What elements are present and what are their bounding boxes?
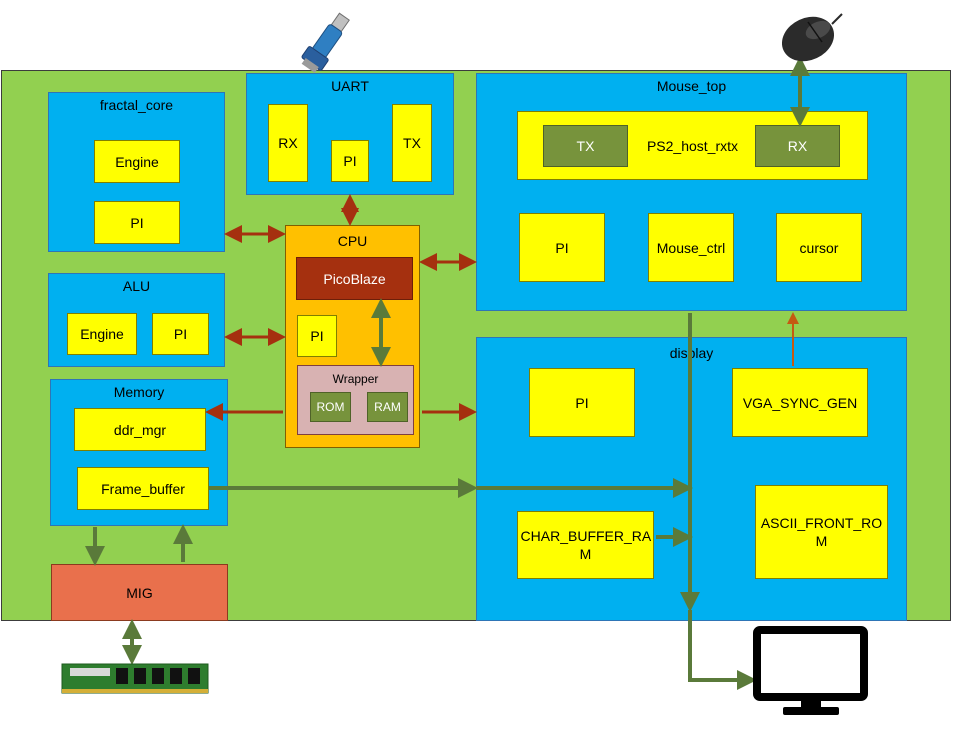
ram: RAM — [367, 392, 408, 422]
usb-serial-adapter-icon — [301, 12, 350, 73]
cursor: cursor — [776, 213, 862, 282]
rom: ROM — [310, 392, 351, 422]
memory-title: Memory — [113, 384, 165, 400]
alu-title: ALU — [122, 278, 151, 294]
char-buffer-ram: CHAR_BUFFER_RA M — [517, 511, 654, 579]
fractal-core-engine: Engine — [94, 140, 180, 183]
uart-rx: RX — [268, 104, 308, 182]
alu-pi: PI — [152, 313, 209, 355]
cpu-bus-arrows — [205, 194, 477, 421]
display-pi: PI — [529, 368, 635, 437]
mouse-icon — [781, 13, 843, 62]
uart-tx: TX — [392, 104, 432, 182]
alu-engine: Engine — [67, 313, 137, 355]
fractal-core-pi: PI — [94, 201, 180, 244]
ps2-host-rxtx-label: PS2_host_rxtx — [646, 137, 739, 154]
data-arrows — [85, 56, 810, 690]
mouse-ctrl: Mouse_ctrl — [648, 213, 734, 282]
fractal-core-title: fractal_core — [99, 97, 174, 113]
wrapper-title: Wrapper — [332, 372, 379, 386]
mouse-top-pi: PI — [519, 213, 605, 282]
ram-stick-icon — [61, 663, 209, 694]
ps2-tx: TX — [543, 125, 628, 167]
frame-buffer: Frame_buffer — [77, 467, 209, 510]
mouse-top-title: Mouse_top — [656, 78, 727, 94]
picoblaze: PicoBlaze — [296, 257, 413, 300]
cpu-pi: PI — [297, 315, 337, 357]
monitor-icon — [753, 626, 868, 715]
cpu-title: CPU — [337, 233, 368, 249]
uart-title: UART — [331, 78, 369, 94]
ps2-rx: RX — [755, 125, 840, 167]
vga-sync-gen: VGA_SYNC_GEN — [732, 368, 868, 437]
uart-pi: PI — [331, 140, 369, 182]
ascii-front-rom: ASCII_FRONT_RO M — [755, 485, 888, 579]
mig-block: MIG — [51, 564, 228, 621]
arrow-to-monitor — [688, 610, 757, 690]
ddr-mgr: ddr_mgr — [74, 408, 206, 451]
